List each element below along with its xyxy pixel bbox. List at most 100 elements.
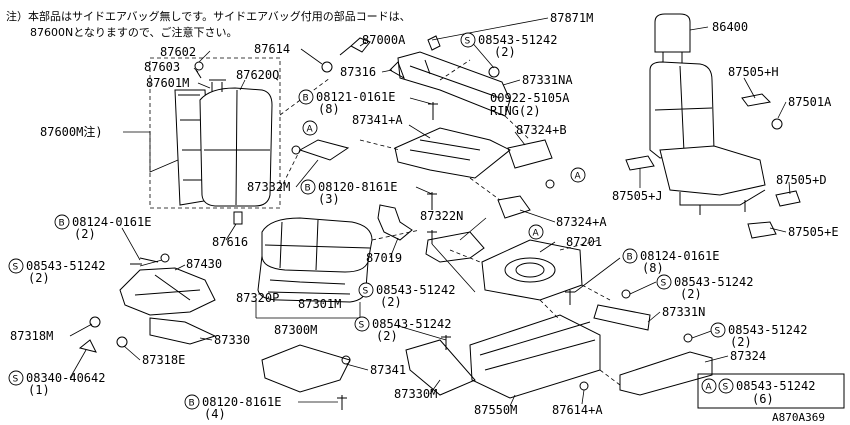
s-symbol-left-text: S — [13, 263, 19, 273]
leader-08543-mid — [431, 243, 476, 293]
part-87330M — [405, 339, 476, 396]
leader-87324A — [519, 209, 556, 223]
part-87505E — [747, 221, 777, 239]
label-qty-08543-right1: (2) — [680, 287, 702, 301]
part-87430 — [119, 267, 216, 316]
bolt-08340 — [78, 339, 97, 353]
label-08543-right2: 08543-51242 — [728, 323, 807, 337]
part-87430-ribs — [134, 274, 201, 301]
label-87341A: 87341+A — [352, 113, 403, 127]
part-87201-spring-inner — [515, 262, 545, 278]
label-87000A: 87000A — [362, 33, 406, 47]
part-87301M-frame — [267, 279, 351, 295]
bolt-08121 — [428, 102, 438, 120]
b-symbol-08124-right — [622, 248, 638, 264]
label-qty-08124-right: (8) — [642, 261, 664, 275]
a-symbol-right-text: A — [575, 172, 582, 182]
complete-seat — [625, 13, 801, 239]
leader-87322N — [459, 217, 487, 241]
label-87316: 87316 — [340, 65, 376, 79]
leader-08124-left — [121, 227, 141, 261]
seat-back-assembly — [149, 57, 281, 225]
part-87614 — [321, 61, 333, 73]
label-qty-08543-left: (2) — [28, 271, 50, 285]
leader-87330M — [429, 379, 441, 395]
part-87341A-ribs — [409, 139, 481, 161]
leader-87602 — [198, 50, 211, 63]
label-87324B: 87324+B — [516, 123, 567, 137]
label-87332M: 87332M — [247, 180, 290, 194]
label-08543-top: 08543-51242 — [478, 33, 557, 47]
label-87505D: 87505+D — [776, 173, 827, 187]
s-symbol-mid-text: S — [363, 287, 369, 297]
s-symbol-right1 — [656, 274, 672, 290]
part-87602-cap — [194, 61, 204, 71]
cushion-frame — [481, 239, 583, 301]
s-symbol-right1-text: S — [661, 279, 667, 289]
part-87316 — [389, 61, 405, 80]
seat-back-cushion — [199, 87, 273, 207]
part-87324B — [507, 139, 553, 169]
bolt-08543-mid2 — [441, 335, 451, 350]
label-87614: 87614 — [254, 42, 290, 56]
a-symbol-mid — [528, 224, 544, 240]
leader-87201 — [539, 241, 556, 253]
label-87871M: 87871M — [550, 11, 593, 25]
part-87331N — [593, 304, 651, 331]
part-87332M — [298, 139, 350, 161]
side-bracket — [78, 253, 217, 353]
b-symbol-08120-bot-text: B — [189, 399, 195, 409]
bolt-08543-mid — [427, 230, 437, 244]
label-87019: 87019 — [366, 251, 402, 265]
part-87201-spring — [504, 257, 556, 283]
label-qty-08124-left: (2) — [74, 227, 96, 241]
label-87550M: 87550M — [474, 403, 517, 417]
label-87600M: 87600M注) — [40, 124, 103, 139]
note-box-a — [697, 373, 845, 409]
a-symbol-box — [701, 378, 717, 394]
label-87324A: 87324+A — [556, 215, 607, 229]
label-08543-left: 08543-51242 — [26, 259, 105, 273]
s-symbol-mid — [358, 282, 374, 298]
label-87331NA: 87331NA — [522, 73, 573, 87]
label-08121: 08121-0161E — [316, 90, 395, 104]
diagram-code: A870A369 — [772, 411, 825, 424]
label-00922: 00922-5105A — [490, 91, 570, 105]
leader-87341 — [345, 363, 369, 371]
leader-87318M — [69, 323, 93, 337]
b-symbol-08124-right-text: B — [627, 253, 633, 263]
label-08120-top: 08120-8161E — [318, 180, 397, 194]
cushion-support — [377, 179, 555, 263]
part-87019 — [377, 204, 413, 241]
leader-87331NA — [502, 79, 521, 86]
label-87322N: 87322N — [420, 209, 463, 223]
label-08124-left: 08124-0161E — [72, 215, 151, 229]
part-labels: 87871M S 08543-51242 (2) 86400 87602 876… — [8, 11, 845, 424]
label-87331N: 87331N — [662, 305, 705, 319]
s-symbol-top — [460, 32, 476, 48]
label-08124-right: 08124-0161E — [640, 249, 719, 263]
leader-87324 — [704, 355, 729, 363]
part-87318E — [116, 336, 128, 348]
part-87871M — [427, 35, 441, 51]
part-87614A — [579, 381, 589, 391]
label-87614A: 87614+A — [552, 403, 603, 417]
label-qty-08120-top: (3) — [318, 192, 340, 206]
seat-back-seams — [204, 89, 270, 206]
label-87602: 87602 — [160, 45, 196, 59]
leader-87324B — [514, 131, 526, 146]
label-87505E: 87505+E — [788, 225, 839, 239]
leader-08543-right2 — [691, 329, 715, 339]
part-87505J — [625, 155, 655, 171]
part-87330 — [149, 317, 217, 345]
bolt-08543-left — [160, 253, 170, 263]
b-symbol-08121 — [298, 89, 314, 105]
part-87201 — [481, 239, 583, 301]
label-qty-08120-bot: (4) — [204, 407, 226, 421]
s-symbol-box — [718, 378, 734, 394]
s-symbol-left — [8, 258, 24, 274]
leader-87318E — [123, 345, 141, 361]
label-08543-box: 08543-51242 — [736, 379, 815, 393]
label-87300M: 87300M — [274, 323, 317, 337]
